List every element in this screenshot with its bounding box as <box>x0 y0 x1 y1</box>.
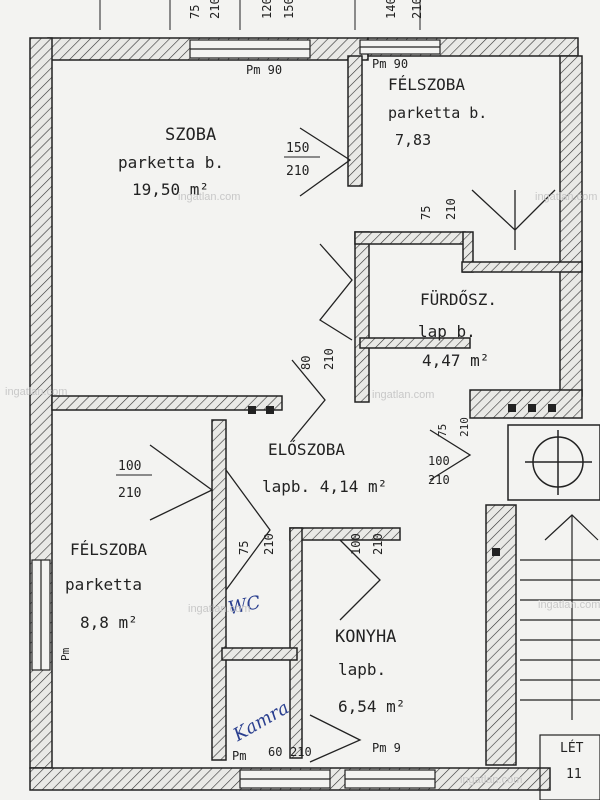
watermark-3: ingatlan.com <box>5 386 67 398</box>
room-eloszoba: ELŐSZOBA lapb. 4,14 m² <box>262 439 387 496</box>
room-szoba: SZOBA parketta b. 19,50 m² <box>118 125 224 199</box>
dim-el-210: 210 <box>428 473 450 487</box>
corner-number: 11 <box>566 767 582 782</box>
konyha-area: 6,54 m² <box>338 697 405 716</box>
watermark-7: ingatlan.com <box>460 774 522 786</box>
dim-210-left: 210 <box>118 486 141 501</box>
wall-kitchen-right <box>485 504 517 766</box>
room-felszoba-top: FÉLSZOBA parketta b. 7,83 <box>388 75 487 149</box>
wall-shaft <box>461 261 583 273</box>
window-label-bottom-left: Pm <box>232 749 246 763</box>
dim-75-right: 75 <box>436 424 449 437</box>
wall-right-upper <box>559 55 583 397</box>
top-dims <box>99 0 421 30</box>
window-label-bottom-right: Pm 9 <box>372 741 401 755</box>
top-dim-2: 210 <box>208 0 222 19</box>
konyha-name: KONYHA <box>335 627 396 647</box>
felszoba-top-name: FÉLSZOBA <box>388 75 465 94</box>
dim-80: 80 <box>299 356 313 370</box>
dim-210-a: 210 <box>286 164 309 179</box>
room-felszoba-left: FÉLSZOBA parketta 8,8 m² <box>65 540 147 632</box>
dim-210-right: 210 <box>458 417 471 437</box>
dim-el-100a: 100 <box>349 533 363 555</box>
watermark-4: ingatlan.com <box>372 389 434 401</box>
watermark-1: ingatlan.com <box>178 191 240 203</box>
door-symbols <box>149 127 556 763</box>
corner-label: LÉT <box>560 740 584 756</box>
top-dim-4: 150 <box>282 0 296 19</box>
shaft-symbol <box>507 424 600 501</box>
stairs <box>520 514 600 800</box>
wall-kitchen-left <box>289 527 303 759</box>
furdo-name: FÜRDŐSZ. <box>420 289 497 309</box>
door-dims: 150 210 100 210 100 210 75 210 80 210 75… <box>116 141 471 759</box>
window-label-left-wall: Pm <box>59 647 72 661</box>
top-dim-labels: 75 210 120 150 140 210 <box>188 0 424 19</box>
szoba-name: SZOBA <box>165 125 216 145</box>
watermark-2: ingatlan.com <box>535 191 597 203</box>
eloszoba-area: lapb. 4,14 m² <box>262 477 387 496</box>
windows <box>31 39 441 789</box>
dim-fur-210: 210 <box>444 198 458 220</box>
furdo-floor: lap b. <box>418 322 476 341</box>
top-dim-3: 120 <box>260 0 274 19</box>
dim-el-210a: 210 <box>371 533 385 555</box>
handwritten-kamra: Kamra <box>229 697 293 746</box>
dim-fur-75: 75 <box>419 206 433 220</box>
furdo-area: 4,47 m² <box>422 351 489 370</box>
room-konyha: KONYHA lapb. 6,54 m² <box>335 627 405 716</box>
konyha-floor: lapb. <box>338 660 386 679</box>
felszoba-left-name: FÉLSZOBA <box>70 540 147 559</box>
wall-vest-left <box>211 419 227 761</box>
wall-partition-vert <box>347 55 363 187</box>
felszoba-top-area: 7,83 <box>395 131 431 149</box>
top-dim-1: 75 <box>188 5 202 19</box>
dim-100-left: 100 <box>118 459 141 474</box>
wall-wc-bottom <box>221 647 298 661</box>
eloszoba-name: ELŐSZOBA <box>268 439 345 459</box>
room-furdo: FÜRDŐSZ. lap b. 4,47 m² <box>418 289 497 370</box>
wall-markers <box>248 404 556 556</box>
felszoba-top-floor: parketta b. <box>388 104 487 122</box>
dim-150: 150 <box>286 141 309 156</box>
wall-mid-horizontal <box>51 395 283 411</box>
dim-el-100: 100 <box>428 454 450 468</box>
window-label-top-left: Pm 90 <box>246 63 282 77</box>
dim-bottom-60: 60 <box>268 745 282 759</box>
dim-bottom-210: 210 <box>290 745 312 759</box>
wall-bath-bottom <box>359 337 471 349</box>
wall-bath-top <box>354 231 466 245</box>
szoba-area: 19,50 m² <box>132 180 209 199</box>
szoba-floor: parketta b. <box>118 153 224 172</box>
felszoba-left-area: 8,8 m² <box>80 613 138 632</box>
watermark-5: ingatlan.com <box>188 603 250 615</box>
dim-75-wc: 75 <box>237 541 251 555</box>
felszoba-left-floor: parketta <box>65 575 142 594</box>
dim-210-wc: 210 <box>262 533 276 555</box>
wall-mid-horizontal-right <box>469 389 583 419</box>
top-dim-6: 210 <box>410 0 424 19</box>
wall-bath-left <box>354 231 370 403</box>
dim-210-b: 210 <box>322 348 336 370</box>
top-dim-5: 140 <box>384 0 398 19</box>
watermark-6: ingatlan.com <box>538 599 600 611</box>
window-label-top-right: Pm 90 <box>372 57 408 71</box>
